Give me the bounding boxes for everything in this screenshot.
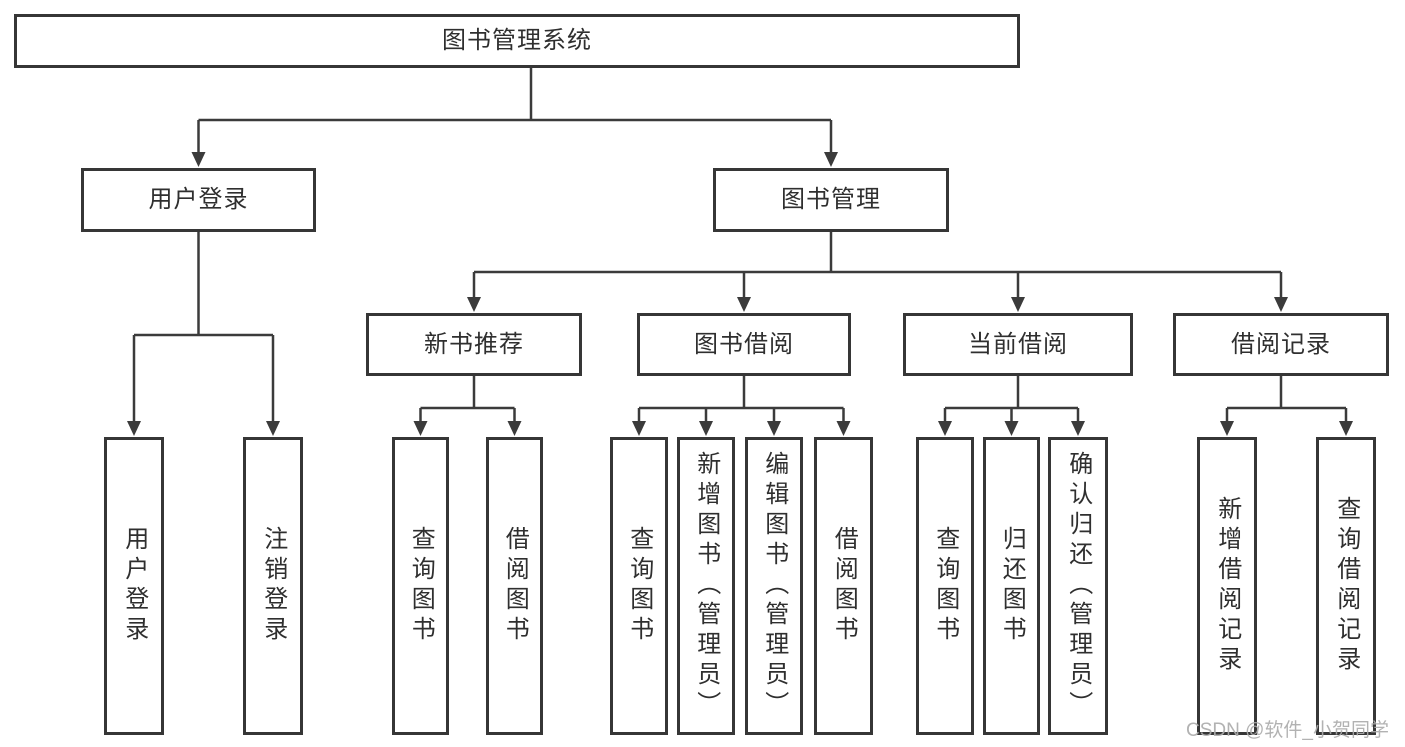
node-current-borrowing-label: 当前借阅 bbox=[968, 330, 1068, 358]
connector-root-to-level2 bbox=[197, 66, 833, 153]
node-borrow-records: 借阅记录 bbox=[1173, 313, 1389, 376]
leaf-current-return-books-label: 归还图书 bbox=[998, 526, 1026, 646]
leaf-borrowing-edit-books-admin-label: 编辑图书（管理员） bbox=[760, 451, 788, 721]
leaf-newbook-borrow-books: 借阅图书 bbox=[486, 437, 543, 735]
leaf-records-query-record: 查询借阅记录 bbox=[1316, 437, 1376, 735]
leaf-newbook-query-books: 查询图书 bbox=[392, 437, 449, 735]
node-book-borrowing: 图书借阅 bbox=[637, 313, 851, 376]
leaf-borrowing-query-books-label: 查询图书 bbox=[625, 526, 653, 646]
leaf-newbook-borrow-books-label: 借阅图书 bbox=[501, 526, 529, 646]
node-new-book-recommend-label: 新书推荐 bbox=[424, 330, 524, 358]
node-user-login-label: 用户登录 bbox=[148, 186, 249, 213]
leaf-records-query-record-label: 查询借阅记录 bbox=[1332, 496, 1360, 676]
leaf-user-login-label: 用户登录 bbox=[120, 526, 148, 646]
leaf-borrowing-borrow-books-label: 借阅图书 bbox=[830, 526, 858, 646]
node-borrow-records-label: 借阅记录 bbox=[1231, 330, 1331, 358]
leaf-records-add-record: 新增借阅记录 bbox=[1197, 437, 1257, 735]
connector-currentborrow-branch bbox=[943, 376, 1080, 422]
node-book-borrowing-label: 图书借阅 bbox=[694, 330, 794, 358]
csdn-watermark: CSDN @软件_小贺同学 bbox=[1186, 720, 1389, 741]
leaf-current-query-books-label: 查询图书 bbox=[931, 526, 959, 646]
leaf-borrowing-add-books-admin-label: 新增图书（管理员） bbox=[692, 451, 720, 721]
leaf-current-query-books: 查询图书 bbox=[916, 437, 974, 735]
leaf-logout: 注销登录 bbox=[243, 437, 303, 735]
connector-newbook-branch bbox=[419, 376, 516, 422]
leaf-user-login: 用户登录 bbox=[104, 437, 164, 735]
connector-bookborrow-branch bbox=[637, 376, 845, 422]
arrowheads bbox=[127, 152, 1353, 436]
leaf-records-add-record-label: 新增借阅记录 bbox=[1213, 496, 1241, 676]
leaf-current-confirm-return-admin-label: 确认归还（管理员） bbox=[1064, 451, 1092, 721]
node-new-book-recommend: 新书推荐 bbox=[366, 313, 582, 376]
node-book-management-label: 图书管理 bbox=[781, 186, 881, 213]
leaf-logout-label: 注销登录 bbox=[259, 526, 287, 646]
node-user-login: 用户登录 bbox=[81, 168, 316, 232]
connector-bookmgmt-to-level3 bbox=[472, 232, 1283, 298]
leaf-borrowing-query-books: 查询图书 bbox=[610, 437, 668, 735]
leaf-borrowing-borrow-books: 借阅图书 bbox=[814, 437, 873, 735]
leaf-borrowing-edit-books-admin: 编辑图书（管理员） bbox=[745, 437, 803, 735]
node-root-label: 图书管理系统 bbox=[442, 27, 592, 54]
leaf-newbook-query-books-label: 查询图书 bbox=[407, 526, 435, 646]
leaf-current-confirm-return-admin: 确认归还（管理员） bbox=[1048, 437, 1108, 735]
node-book-management: 图书管理 bbox=[713, 168, 949, 232]
connector-userlogin-branch bbox=[132, 232, 275, 422]
leaf-borrowing-add-books-admin: 新增图书（管理员） bbox=[677, 437, 735, 735]
node-current-borrowing: 当前借阅 bbox=[903, 313, 1133, 376]
node-root-system: 图书管理系统 bbox=[14, 14, 1020, 68]
connector-records-branch bbox=[1225, 376, 1348, 422]
leaf-current-return-books: 归还图书 bbox=[983, 437, 1040, 735]
